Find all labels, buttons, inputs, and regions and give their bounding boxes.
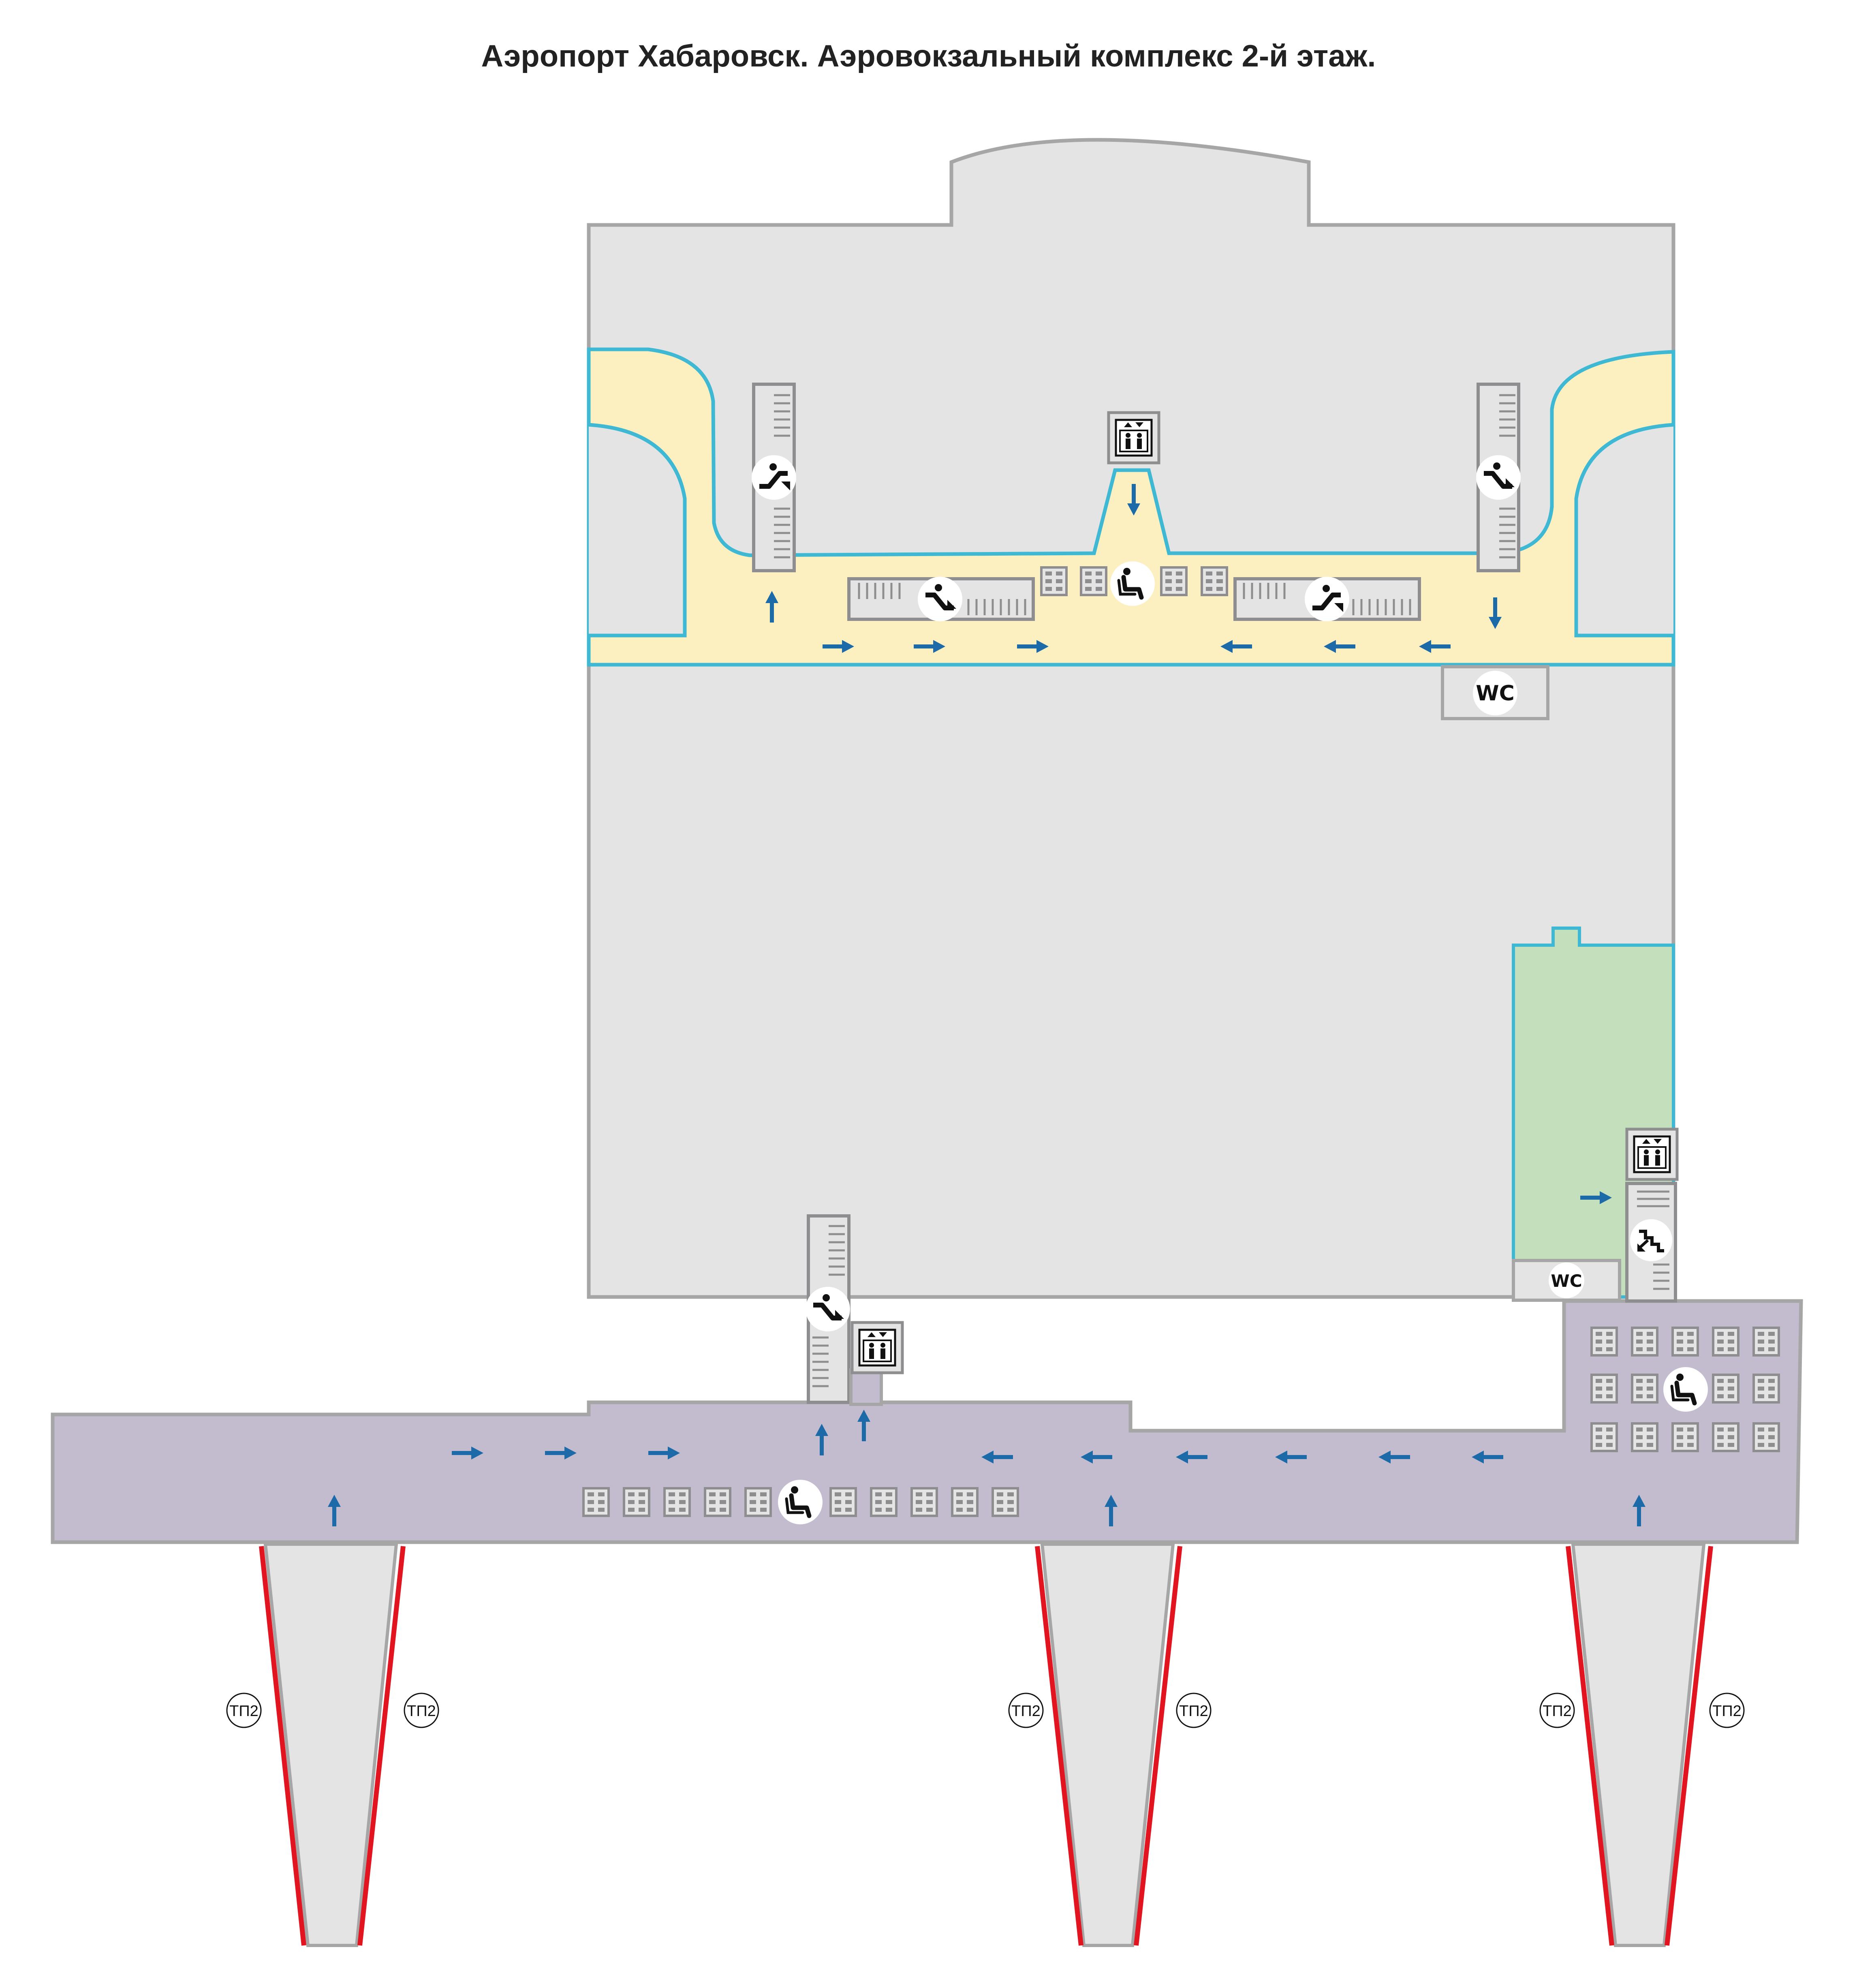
- elevator-icon: [1627, 1129, 1677, 1179]
- elevator-icon: [852, 1322, 902, 1373]
- gate-label: ТП2: [1712, 1703, 1742, 1720]
- elevator-connector: [849, 1368, 883, 1406]
- escalator-top-right: [1476, 383, 1521, 572]
- gate-labels: ТП2 ТП2 ТП2 ТП2 ТП2 ТП2: [226, 1693, 1745, 1728]
- gate-label: ТП2: [1179, 1703, 1208, 1720]
- wc-icon-bottom: [1549, 1263, 1584, 1298]
- escalator-down-icon: [918, 577, 962, 621]
- departure-right-curve: [1574, 423, 1674, 638]
- terminal-building: [587, 138, 1675, 1299]
- seat-row-icon: [1081, 567, 1106, 595]
- gate-label: ТП2: [407, 1703, 436, 1720]
- gallery-zone: [51, 1299, 1803, 1544]
- jet-bridge-2: [1035, 1543, 1182, 1947]
- gate-label: ТП2: [1011, 1703, 1041, 1720]
- escalator-horizontal-left: [847, 577, 1035, 621]
- waiting-seat-icon: [1663, 1367, 1708, 1412]
- wc-label-top: WC: [1476, 681, 1515, 706]
- departure-left-curve: [588, 423, 687, 638]
- jet-bridge-3: [1566, 1543, 1713, 1947]
- wc-label-bottom: WC: [1551, 1271, 1582, 1291]
- waiting-seat-icon: [1110, 561, 1155, 606]
- escalator-down-icon: [1476, 455, 1521, 500]
- map-title: Аэропорт Хабаровск. Аэровокзальный компл…: [481, 39, 1376, 73]
- elevator-icon: [1109, 413, 1159, 463]
- escalator-up-icon: [752, 455, 796, 500]
- seat-row-icon: [1041, 567, 1066, 595]
- escalator-gallery: [806, 1214, 850, 1404]
- escalator-down-icon: [806, 1287, 850, 1331]
- stairs-icon: [1630, 1219, 1672, 1261]
- escalator-horizontal-right: [1233, 577, 1421, 621]
- stairs-block: [1625, 1182, 1677, 1303]
- escalator-up-icon: [1305, 577, 1349, 621]
- seat-row-icon: [1202, 567, 1227, 595]
- gate-label: ТП2: [229, 1703, 259, 1720]
- seat-row-icon: [1161, 567, 1186, 595]
- waiting-seat-icon: [778, 1480, 823, 1524]
- jet-bridge-1: [259, 1543, 406, 1947]
- gate-label: ТП2: [1543, 1703, 1572, 1720]
- wc-icon-top: [1473, 671, 1517, 715]
- escalator-top-left: [752, 383, 796, 572]
